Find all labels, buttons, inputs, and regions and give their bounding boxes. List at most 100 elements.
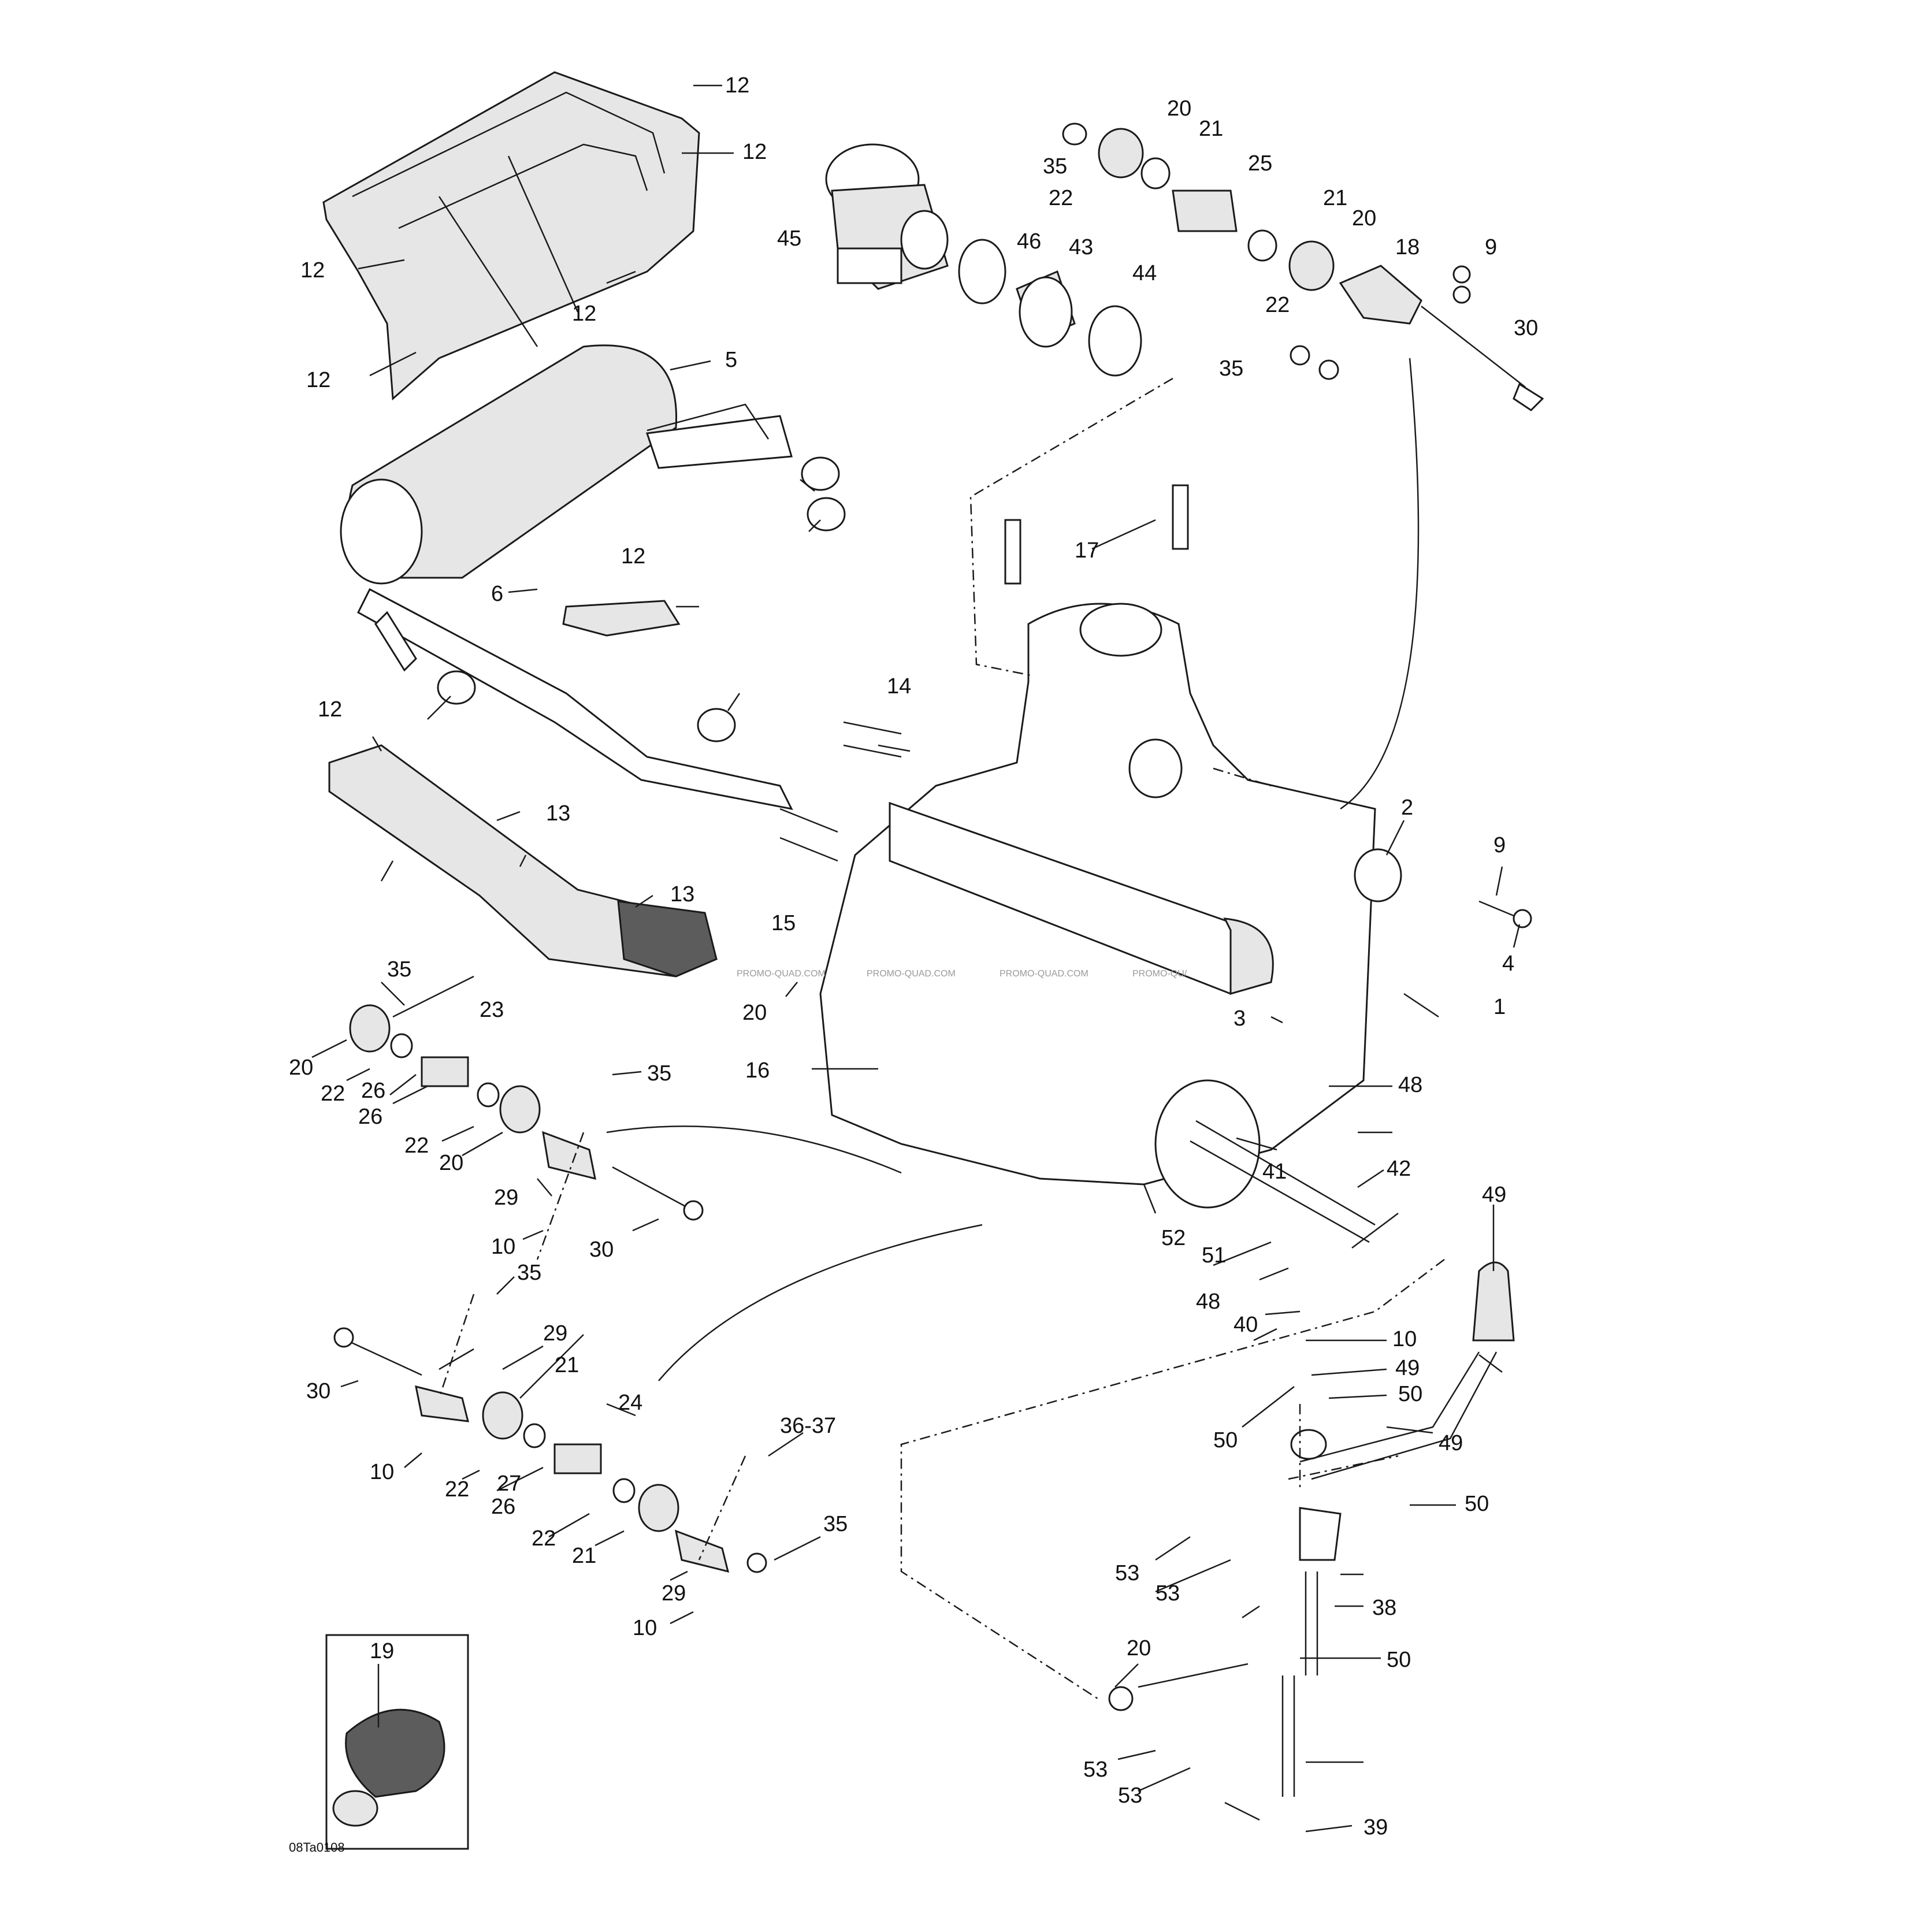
callout-20: 21: [572, 1544, 596, 1568]
callout-30: 35: [1219, 356, 1243, 381]
callout-15: 17: [1075, 538, 1099, 563]
callout-12: 12: [572, 302, 596, 326]
connector-lines: [438, 358, 1445, 1700]
callout-12: 12: [621, 544, 645, 569]
callout-10: 10: [1392, 1327, 1417, 1351]
lower-center-mount-part: [333, 1327, 767, 1573]
callout-26: 29: [662, 1581, 686, 1606]
callout-48: 53: [1083, 1758, 1108, 1782]
callout-26: 29: [543, 1321, 567, 1346]
callout-42: 50: [1213, 1428, 1238, 1452]
callout-43: 50: [1398, 1382, 1422, 1406]
callout-10: 9: [1485, 235, 1497, 259]
callout-1: 1: [1493, 995, 1506, 1019]
callout-3: 3: [1233, 1006, 1246, 1031]
callout-26: 29: [494, 1186, 518, 1210]
callout-22: 21: [1199, 117, 1223, 141]
callout-18: 20: [1127, 1636, 1151, 1660]
callout-35: 41: [1262, 1160, 1287, 1184]
callout-14: 16: [745, 1058, 770, 1083]
callout-20: 21: [555, 1353, 579, 1377]
callout-28: 30: [589, 1238, 614, 1262]
upper-engine-mount-part: [1062, 122, 1335, 291]
grommets-part: [437, 456, 846, 742]
callout-10: 10: [491, 1235, 515, 1259]
spark-plugs-part: [1004, 484, 1189, 585]
callout-4: 4: [1502, 952, 1514, 976]
callout-21: 22: [1049, 186, 1073, 210]
callout-22: 22: [404, 1134, 429, 1158]
callout-45: 50: [1387, 1648, 1411, 1672]
shift-lever-part: [1290, 1261, 1515, 1480]
callout-12: 13: [546, 801, 570, 826]
callout-35: 40: [1233, 1313, 1258, 1337]
callout-22: 22: [532, 1526, 556, 1551]
callout-23: 25: [1248, 151, 1272, 176]
callout-39: 49: [1439, 1431, 1463, 1455]
callout-34: 46: [1017, 229, 1041, 254]
exhaust-gasket-part: [1354, 848, 1532, 928]
callout-20: 20: [439, 1151, 463, 1175]
callout-32: 44: [1132, 261, 1157, 285]
callout-25: 27: [497, 1472, 521, 1496]
callout-17: 19: [370, 1639, 394, 1663]
callout-24: 26: [358, 1105, 382, 1129]
muffler-part: [340, 344, 793, 811]
callout-20: 20: [1352, 206, 1376, 231]
callout-labels: 12 12 12 12 12 5 6 12 12 13 13 14 15 20 …: [289, 73, 1538, 1855]
callout-9: 9: [1493, 833, 1506, 857]
callout-12: 12: [306, 368, 330, 392]
callout-12: 13: [670, 882, 694, 906]
watermark-text: PROMO-QUAD.COM: [737, 969, 826, 979]
callout-6: 6: [491, 582, 503, 606]
callout-21: 24: [618, 1391, 642, 1415]
callout-27: 30: [1514, 316, 1538, 340]
shift-linkage-part: [1108, 1120, 1376, 1797]
inset-detail-box: [325, 1634, 469, 1850]
callout-36-37: 48: [1196, 1290, 1220, 1314]
callout-30: 35: [517, 1261, 541, 1285]
callout-21: 22: [1265, 293, 1290, 317]
watermark-text: PROMO-QUAD.COM: [1000, 969, 1088, 979]
callout-22: 21: [1323, 186, 1347, 210]
callout-31: 43: [1069, 235, 1093, 259]
diagram-code: 08Ta0108: [289, 1840, 345, 1855]
callout-33: 45: [777, 226, 801, 251]
callout-19: 20: [742, 1001, 767, 1025]
callout-10: 10: [370, 1460, 394, 1484]
callout-49: 53: [1118, 1784, 1142, 1808]
callout-20: 20: [1167, 96, 1191, 121]
callout-47: 52: [1161, 1226, 1186, 1250]
callout-12: 12: [318, 697, 342, 722]
callout-48: 53: [1115, 1561, 1139, 1585]
callout-11: 12: [742, 140, 767, 164]
callout-20: 20: [289, 1056, 313, 1080]
heat-shield-part: [322, 71, 700, 401]
callout-35: 38: [1372, 1596, 1396, 1620]
callout-21: 23: [480, 998, 504, 1022]
lower-left-mount-part: [349, 1004, 704, 1221]
callout-5: 5: [725, 348, 737, 372]
callout-38: 48: [1398, 1073, 1422, 1097]
leader-lines: [311, 84, 1521, 1833]
callout-49: 53: [1156, 1581, 1180, 1606]
callout-28: 30: [306, 1379, 330, 1403]
callout-30: 35: [647, 1061, 671, 1086]
callout-41: 49: [1395, 1356, 1420, 1380]
callout-22: 22: [445, 1477, 469, 1502]
callout-22: 22: [321, 1082, 345, 1106]
callout-35: 42: [1387, 1157, 1411, 1181]
callout-44: 50: [1465, 1492, 1489, 1516]
springs-part: [779, 721, 902, 862]
callout-12: 12: [300, 258, 325, 283]
engine-part: [819, 603, 1376, 1209]
callout-35: 39: [1363, 1815, 1388, 1840]
muffler-bracket-part: [562, 600, 681, 637]
carburetor-part: [825, 143, 949, 290]
upper-bracket-part: [1290, 265, 1544, 411]
callout-10: 10: [633, 1616, 657, 1640]
callout-16: 18: [1395, 235, 1420, 259]
callout-2: 2: [1401, 796, 1413, 820]
callout-29: 35: [1043, 154, 1067, 179]
